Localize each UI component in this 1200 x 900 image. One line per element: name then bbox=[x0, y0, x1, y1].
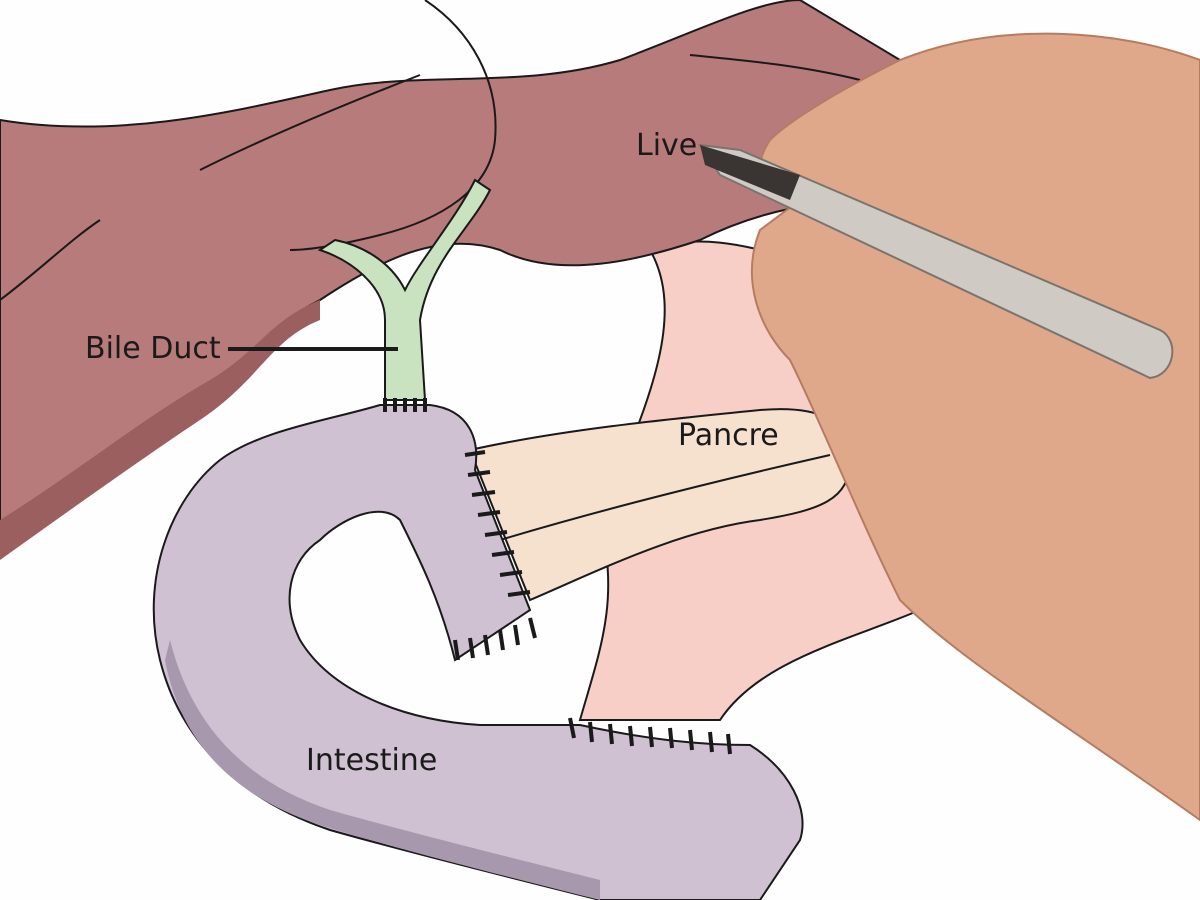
intestine bbox=[152, 404, 804, 900]
label-intestine: Intestine bbox=[306, 743, 437, 778]
sutures bbox=[383, 398, 732, 755]
intestine-shadow bbox=[165, 640, 600, 900]
label-bile-duct: Bile Duct bbox=[85, 331, 221, 366]
pancreatic-duct bbox=[499, 454, 831, 541]
liver-shadow bbox=[0, 300, 320, 560]
bile-duct bbox=[317, 178, 492, 401]
liver-line bbox=[689, 54, 861, 81]
pen bbox=[697, 143, 1174, 380]
pen-tip bbox=[700, 145, 800, 200]
label-liver: Live bbox=[636, 128, 697, 163]
liver-line bbox=[199, 74, 421, 171]
label-pancreas: Pancre bbox=[678, 418, 779, 453]
liver-line bbox=[0, 219, 101, 301]
